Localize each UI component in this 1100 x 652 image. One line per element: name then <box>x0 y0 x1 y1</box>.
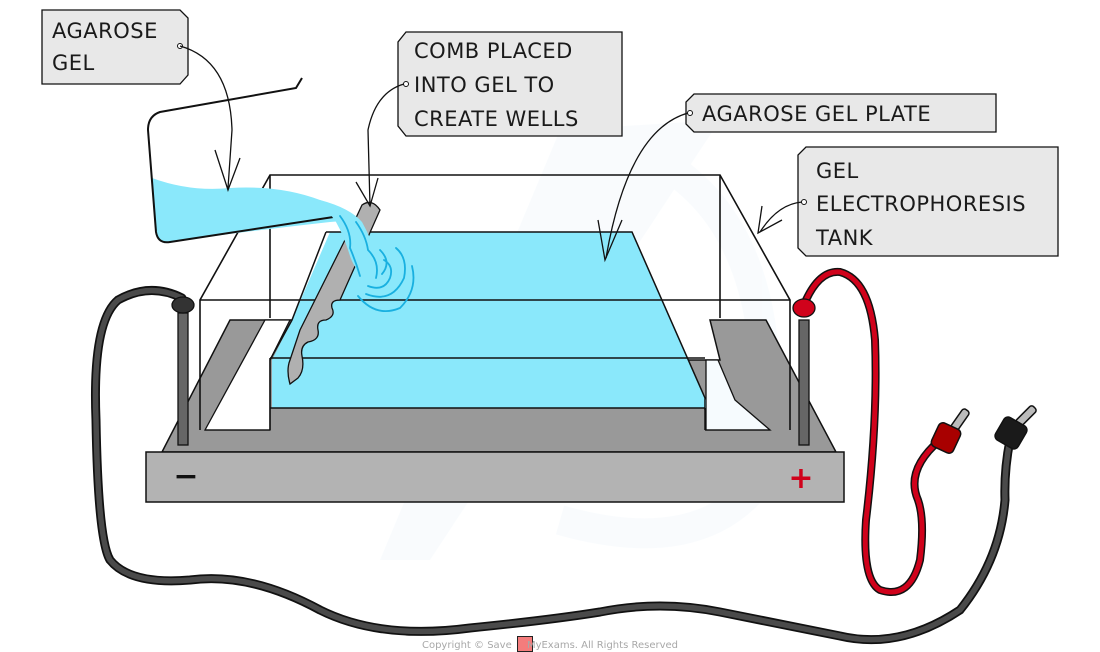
label-agarose-gel-line1: AGAROSE <box>52 19 158 43</box>
tank-front-panel <box>145 451 845 503</box>
beaker-agarose <box>152 178 355 243</box>
agarose-gel-plate <box>272 232 706 408</box>
positive-electrode <box>792 298 816 446</box>
label-gel-plate-text: AGAROSE GEL PLATE <box>702 102 931 126</box>
label-comb: COMB PLACED INTO GEL TO CREATE WELLS <box>355 31 623 208</box>
copyright-suffix: Exams. All Rights Reserved <box>541 640 678 651</box>
arrow-gel-plate <box>605 112 689 259</box>
beaker-outline <box>146 77 341 244</box>
copyright-logo-text: My <box>526 640 542 651</box>
label-tank-line1: GEL <box>816 159 859 183</box>
arrow-comb <box>367 83 405 207</box>
label-tank-line2: ELECTROPHORESIS <box>816 192 1026 216</box>
gel-swirls <box>339 215 415 312</box>
label-gel-plate: AGAROSE GEL PLATE <box>597 93 997 263</box>
label-tank-line3: TANK <box>815 226 874 250</box>
arrow-tank <box>759 201 803 233</box>
copyright-prefix: Copyright © Save <box>421 640 515 651</box>
label-comb-line3: CREATE WELLS <box>414 107 579 131</box>
label-agarose-gel-line2: GEL <box>52 51 95 75</box>
positive-lead-cable-core <box>803 269 943 595</box>
negative-electrode <box>171 296 195 446</box>
arrow-agarose-gel <box>179 45 233 189</box>
label-comb-line2: INTO GEL TO <box>414 73 555 97</box>
label-comb-line1: COMB PLACED <box>414 39 573 63</box>
positive-terminal-symbol: + <box>788 461 813 496</box>
negative-terminal-symbol: − <box>173 459 198 494</box>
label-agarose-gel: AGAROSE GEL <box>41 9 241 192</box>
negative-lead-cable-core <box>92 287 1013 643</box>
red-banana-plug <box>930 408 970 454</box>
label-tank: GEL ELECTROPHORESIS TANK <box>757 146 1059 257</box>
copyright-footer: Copyright © Save MyExams. All Rights Res… <box>0 636 1100 652</box>
black-banana-plug <box>994 405 1037 450</box>
